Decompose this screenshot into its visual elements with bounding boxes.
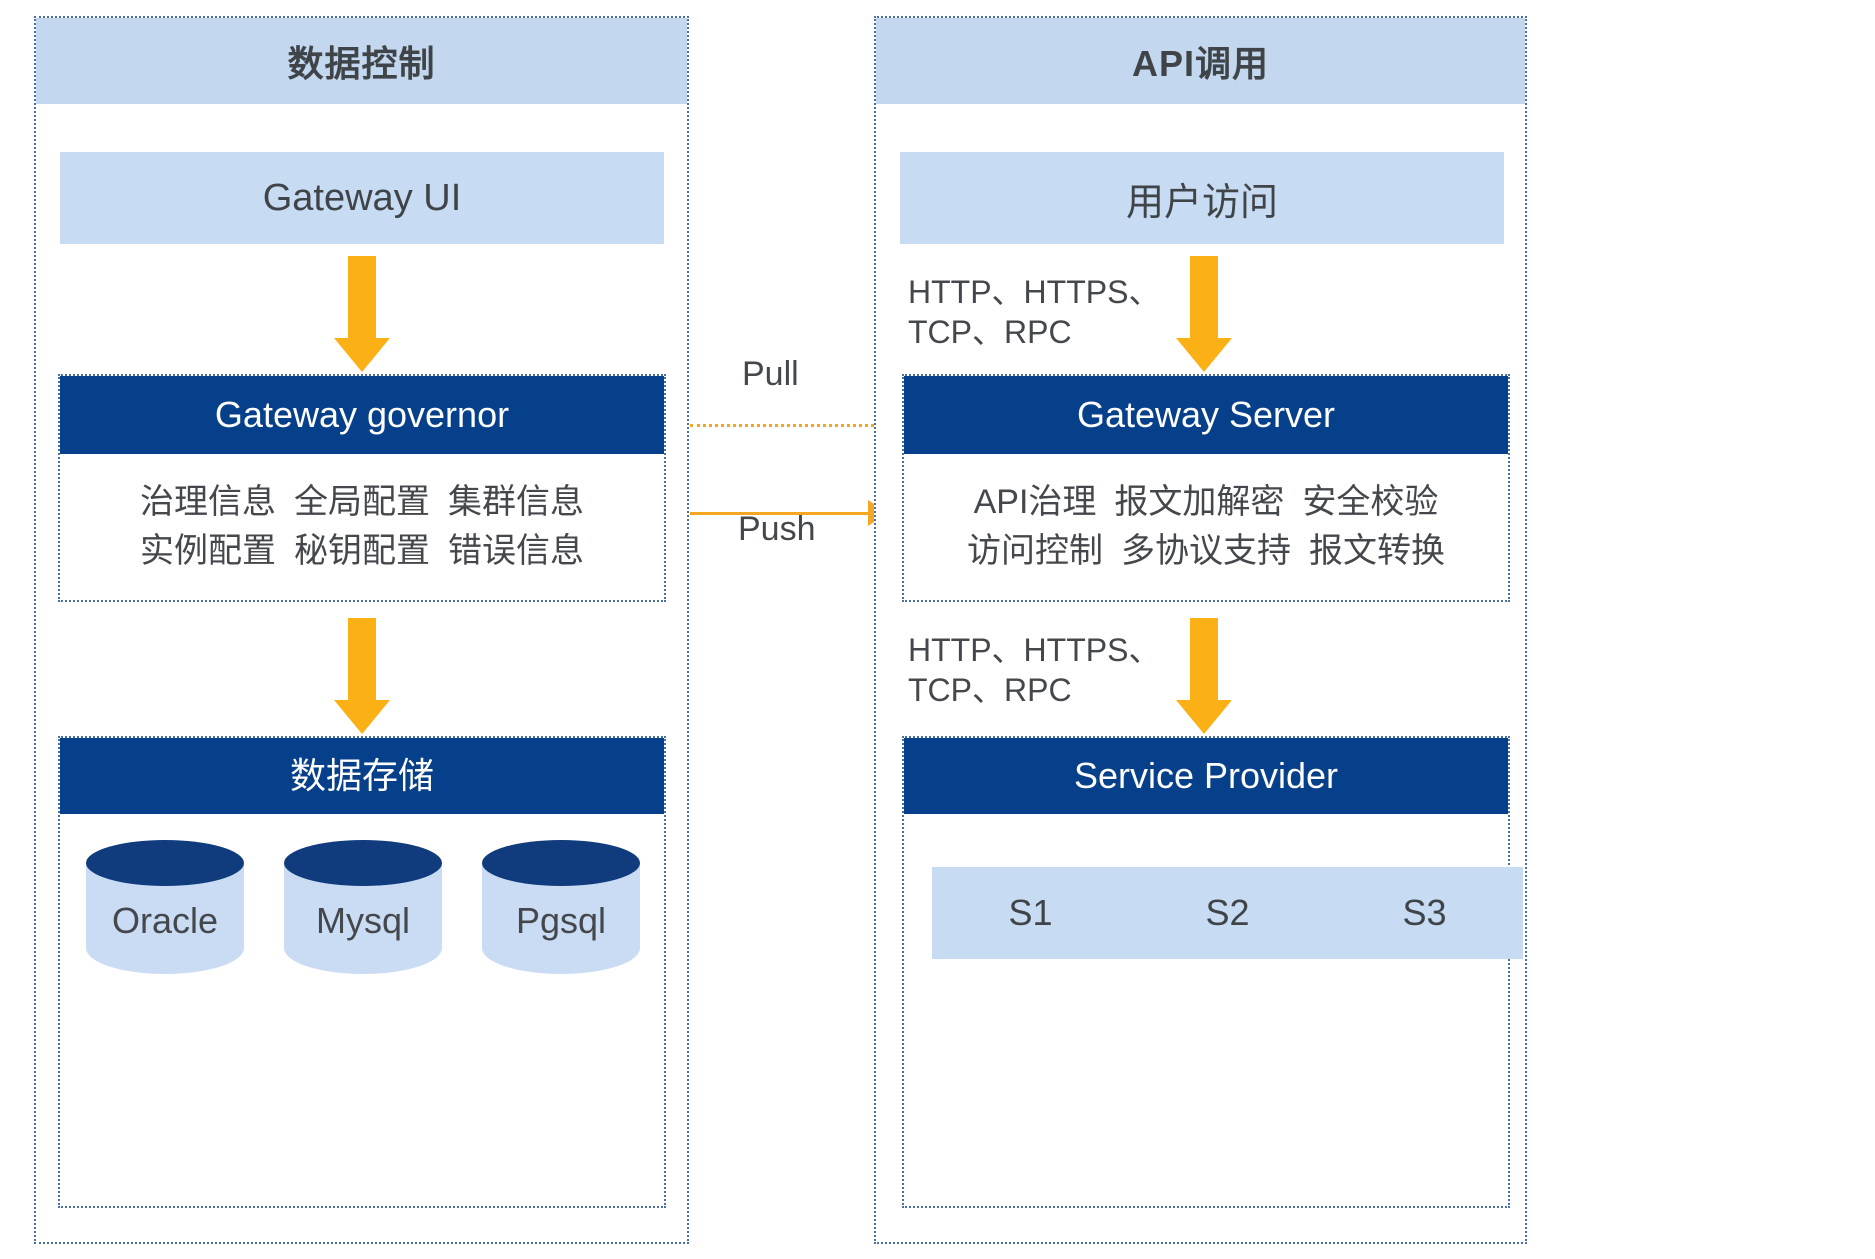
arrow-ui-to-governor (334, 256, 390, 372)
data-storage-header: 数据存储 (60, 738, 664, 814)
gateway-ui-box[interactable]: Gateway UI (60, 152, 664, 244)
service-provider-header: Service Provider (904, 738, 1508, 814)
service-label: S1 (1008, 892, 1053, 933)
push-label: Push (738, 510, 816, 548)
service-provider-card: Service Provider (902, 736, 1510, 1208)
cylinder-top (284, 840, 442, 886)
gateway-server-row: 访问控制 多协议支持 报文转换 (967, 527, 1445, 576)
gateway-server-cell: 报文加解密 (1114, 482, 1285, 521)
cylinder-top (482, 840, 640, 886)
push-connector-line (690, 512, 870, 515)
service-chip-s3[interactable]: S3 (1326, 867, 1523, 959)
service-chip-s1[interactable]: S1 (932, 867, 1129, 959)
gateway-server-cell: 安全校验 (1302, 482, 1439, 521)
arrow-user-to-gateway (1176, 256, 1232, 372)
database-label: Pgsql (515, 900, 607, 941)
governor-cell: 实例配置 (140, 532, 276, 570)
database-label: Oracle (111, 900, 219, 941)
database-cylinder-mysql[interactable]: Mysql (284, 840, 442, 990)
gateway-server-body: API治理 报文加解密 安全校验 访问控制 多协议支持 报文转换 (904, 454, 1508, 600)
panel-title-api-invoke: API调用 (876, 18, 1525, 104)
gateway-server-card: Gateway Server API治理 报文加解密 安全校验 访问控制 多协议… (902, 374, 1510, 602)
pull-label: Pull (742, 355, 799, 393)
arrow-governor-to-storage (334, 618, 390, 734)
gateway-server-cell: API治理 (973, 482, 1097, 521)
cylinder-top (86, 840, 244, 886)
governor-cell: 集群信息 (448, 482, 584, 521)
governor-cell: 错误信息 (448, 532, 584, 570)
protocol-label-bottom: HTTP、HTTPS、 TCP、RPC (908, 632, 1161, 708)
governor-row: 治理信息 全局配置 集群信息 (140, 478, 584, 527)
database-label: Mysql (315, 900, 410, 941)
gateway-server-cell: 访问控制 (967, 532, 1103, 570)
governor-cell: 秘钥配置 (294, 532, 430, 570)
protocol-label-top: HTTP、HTTPS、 TCP、RPC (908, 274, 1161, 350)
service-label: S2 (1205, 892, 1250, 933)
governor-row: 实例配置 秘钥配置 错误信息 (140, 527, 584, 576)
panel-title-data-control: 数据控制 (36, 18, 687, 104)
pull-connector-line (690, 424, 886, 427)
gateway-governor-card: Gateway governor 治理信息 全局配置 集群信息 实例配置 秘钥配… (58, 374, 666, 602)
governor-cell: 治理信息 (140, 482, 276, 521)
gateway-ui-label: Gateway UI (262, 176, 462, 219)
database-cylinder-pgsql[interactable]: Pgsql (482, 840, 640, 990)
user-access-box[interactable]: 用户访问 (900, 152, 1504, 244)
gateway-governor-body: 治理信息 全局配置 集群信息 实例配置 秘钥配置 错误信息 (60, 454, 664, 600)
gateway-server-cell: 报文转换 (1309, 532, 1445, 570)
user-access-label: 用户访问 (1125, 181, 1278, 224)
governor-cell: 全局配置 (294, 482, 430, 521)
gateway-server-row: API治理 报文加解密 安全校验 (974, 478, 1439, 527)
database-cylinder-oracle[interactable]: Oracle (86, 840, 244, 990)
gateway-server-header: Gateway Server (904, 376, 1508, 454)
arrow-gateway-to-service (1176, 618, 1232, 734)
gateway-server-cell: 多协议支持 (1121, 532, 1291, 570)
gateway-governor-header: Gateway governor (60, 376, 664, 454)
service-label: S3 (1402, 892, 1447, 933)
service-chip-s2[interactable]: S2 (1129, 867, 1326, 959)
